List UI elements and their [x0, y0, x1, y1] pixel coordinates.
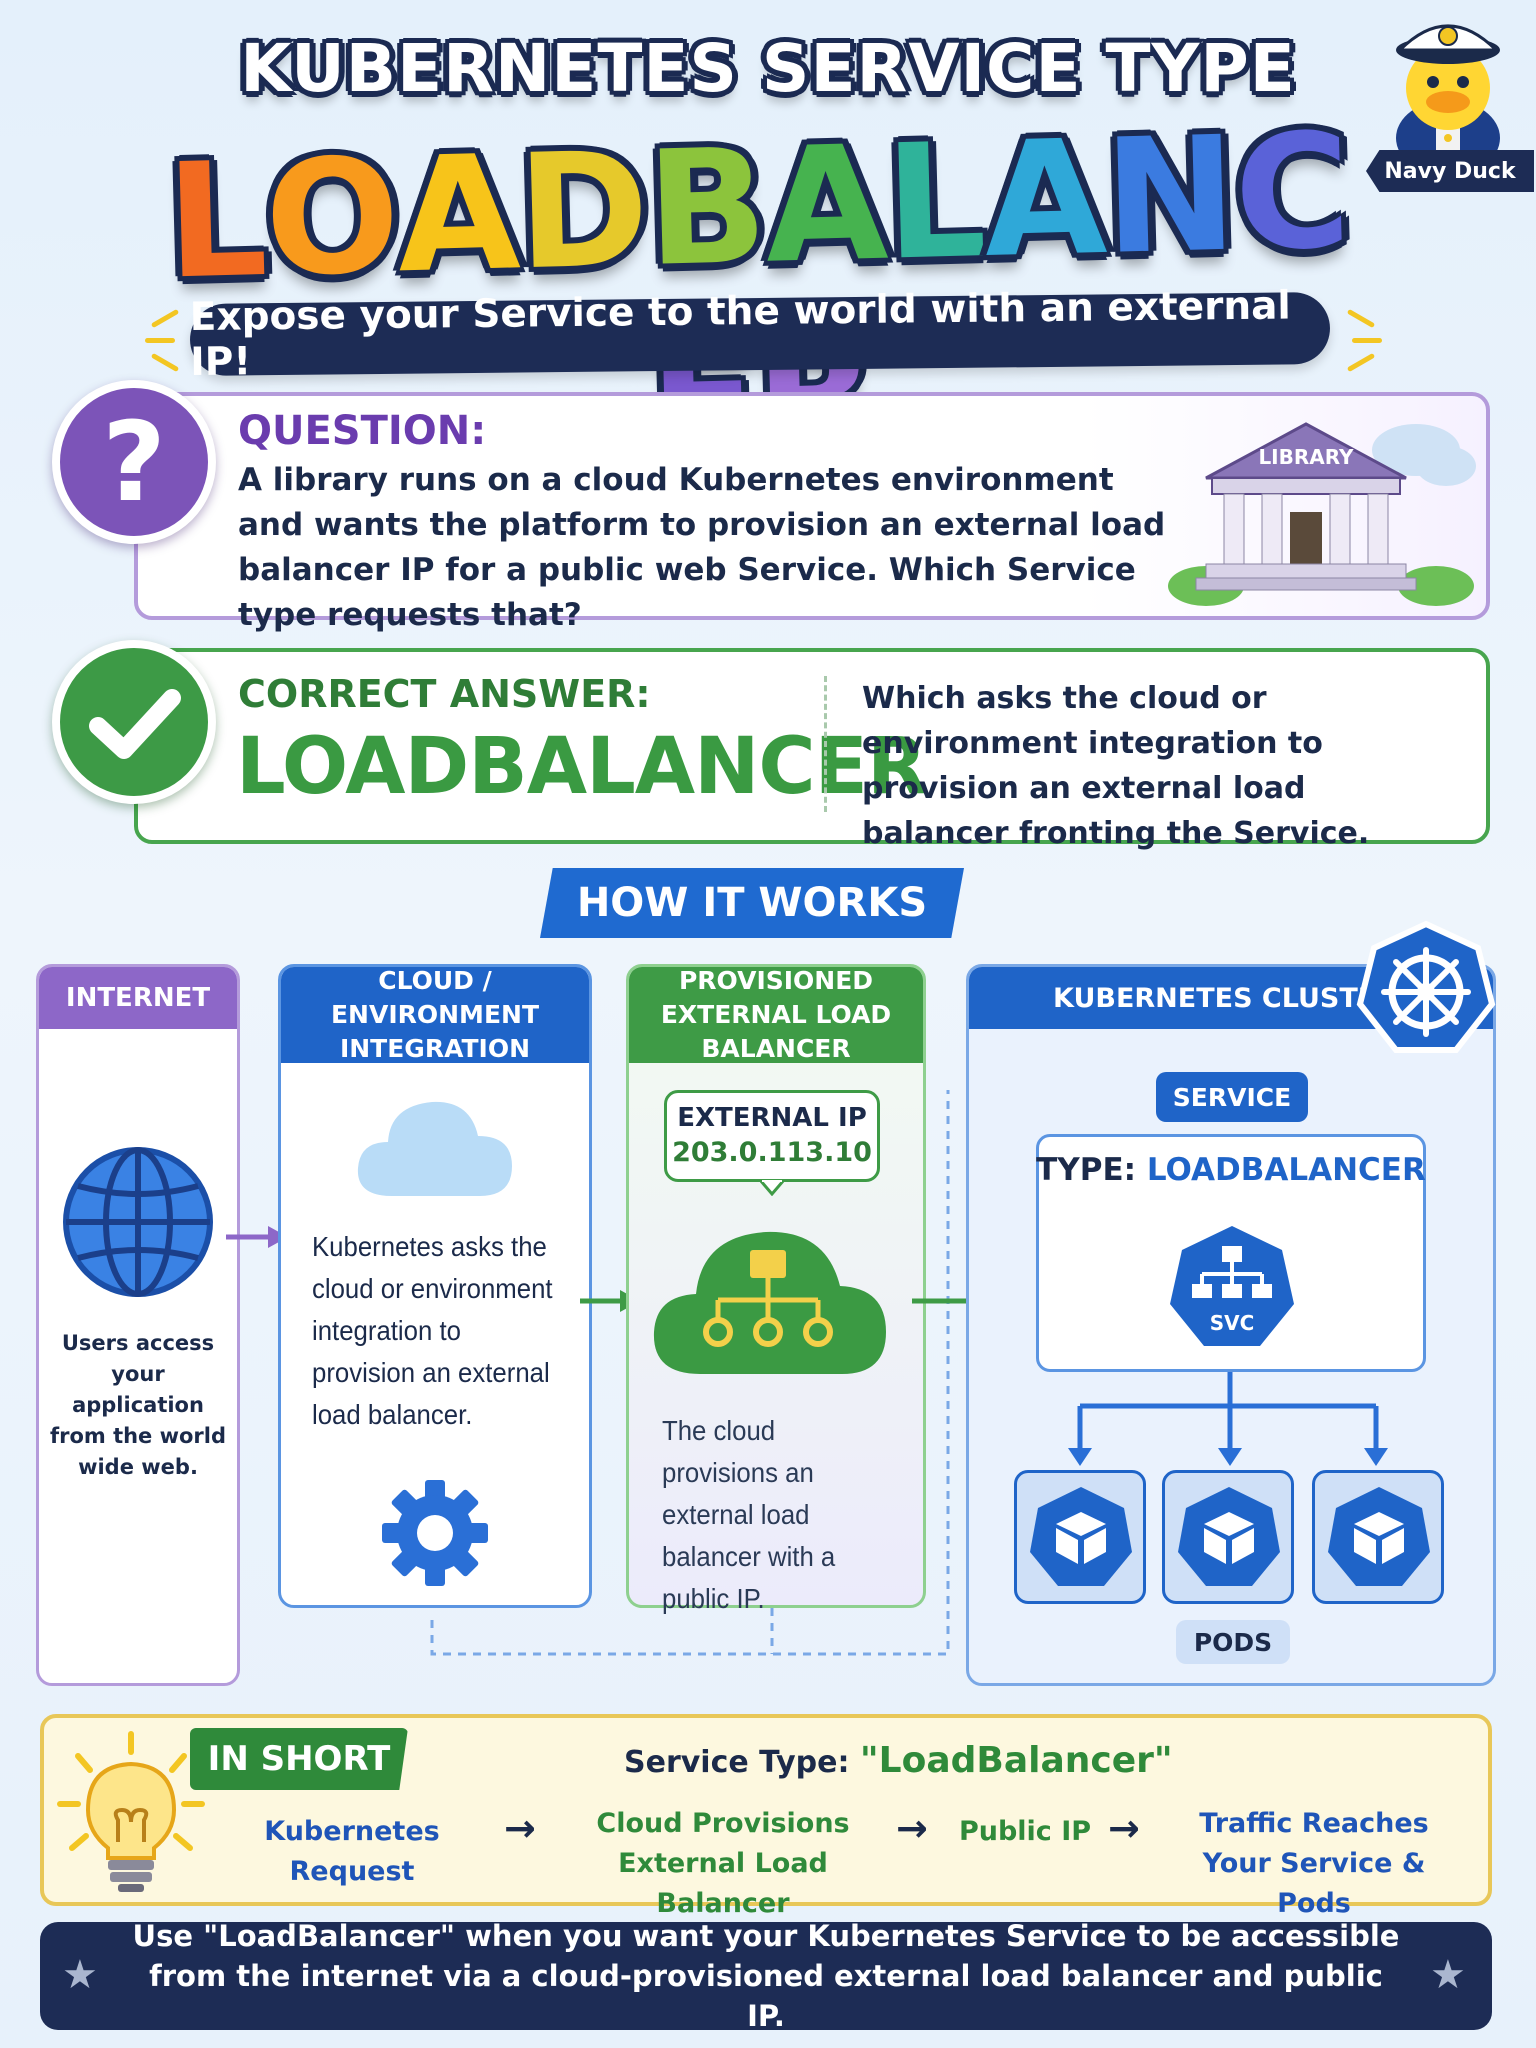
title-main-letter: C: [1232, 99, 1351, 287]
load-balancer-text: The cloud provisions an external load ba…: [662, 1415, 836, 1614]
footer-text: Use "LoadBalancer" when you want your Ku…: [132, 1919, 1400, 2033]
title-main-letter: A: [762, 111, 888, 299]
short-service-prefix: Service Type:: [624, 1745, 850, 1780]
globe-icon: [63, 1147, 213, 1297]
internet-title: INTERNET: [39, 967, 237, 1029]
gear-icon: [382, 1480, 488, 1586]
svc-hexagon-icon: SVC: [1170, 1226, 1294, 1346]
cloud-integration-text: Kubernetes asks the cloud or environment…: [312, 1231, 553, 1430]
title-top: KUBERNETES SERVICE TYPE: [240, 30, 1296, 107]
cloud-integration-title: CLOUD / ENVIRONMENT INTEGRATION: [281, 967, 589, 1063]
service-type-value: LOADBALANCER: [1146, 1152, 1426, 1188]
service-type: TYPE: LOADBALANCER: [1036, 1152, 1426, 1188]
external-ip-label: EXTERNAL IP: [677, 1103, 867, 1133]
flow-step: Kubernetes Request: [264, 1816, 440, 1887]
pod-cube-icon: [1178, 1487, 1280, 1586]
star-icon: ★: [1430, 1952, 1466, 1998]
dashed-connector: [430, 1090, 950, 1656]
flow-step: Public IP: [958, 1816, 1092, 1847]
arrow-right-icon: →: [1108, 1806, 1140, 1850]
short-service-value: "LoadBalancer": [859, 1740, 1173, 1781]
answer-value: LOADBALANCER: [236, 722, 927, 812]
how-it-works-banner: HOW IT WORKS: [540, 868, 964, 938]
checkmark-icon: [52, 640, 216, 804]
answer-label: CORRECT ANSWER:: [238, 672, 651, 716]
title-main-letter: A: [981, 105, 1107, 294]
spark-icon: [1352, 338, 1382, 343]
pod-cube-icon: [1328, 1487, 1430, 1586]
footer-banner: Use "LoadBalancer" when you want your Ku…: [40, 1919, 1492, 2033]
question-mark-icon: ?: [52, 380, 216, 544]
title-main-letter: L: [164, 127, 268, 315]
load-balancer-cloud-icon: [653, 1231, 886, 1374]
title-main-letter: D: [515, 117, 650, 306]
answer-card: [134, 648, 1490, 844]
internet-text: Users access your application from the w…: [49, 1331, 227, 1479]
pods-label: PODS: [1176, 1620, 1290, 1664]
internet-column: INTERNET: [36, 964, 240, 1686]
library-building-icon: LIBRARY: [1168, 422, 1476, 606]
arrow-right-icon: →: [896, 1806, 928, 1850]
in-short-box: [40, 1714, 1492, 1906]
spark-icon: [145, 338, 175, 343]
short-service-type: Service Type: "LoadBalancer": [624, 1740, 1173, 1781]
service-to-pods-arrows: [1068, 1372, 1388, 1466]
kubernetes-helm-icon: [1356, 920, 1496, 1053]
arrow-right-icon: →: [504, 1806, 536, 1850]
svc-label: SVC: [1210, 1311, 1255, 1335]
question-text: A library runs on a cloud Kubernetes env…: [238, 462, 1166, 633]
service-label: SERVICE: [1156, 1072, 1308, 1122]
flow-step: Cloud Provisions External Load Balancer: [596, 1808, 850, 1919]
external-ip-value: 203.0.113.10: [672, 1137, 872, 1168]
pod-cube-icon: [1030, 1487, 1132, 1586]
title-main-letter: N: [1101, 102, 1237, 290]
callout-pointer: [760, 1180, 784, 1196]
answer-explanation: Which asks the cloud or environment inte…: [862, 681, 1370, 851]
title-main-letter: A: [395, 121, 521, 309]
lightbulb-icon: [57, 1731, 205, 1892]
title-main-letter: L: [883, 109, 987, 296]
flow-step: Traffic Reaches Your Service & Pods: [1199, 1808, 1429, 1919]
load-balancer-title: PROVISIONED EXTERNAL LOAD BALANCER: [629, 967, 923, 1063]
question-label: QUESTION:: [238, 408, 487, 454]
title-main-letter: B: [644, 114, 768, 302]
external-ip-box: EXTERNAL IP 203.0.113.10: [664, 1090, 880, 1182]
mascot-label: Navy Duck: [1366, 150, 1534, 192]
library-label: LIBRARY: [1258, 445, 1354, 469]
star-icon: ★: [62, 1952, 98, 1998]
answer-divider: [824, 676, 827, 812]
in-short-title: IN SHORT: [190, 1728, 408, 1790]
title-main-letter: O: [262, 124, 400, 312]
cloud-icon: [357, 1101, 512, 1196]
subtitle: Expose your Service to the world with an…: [190, 283, 1331, 385]
service-type-label: TYPE:: [1036, 1152, 1137, 1188]
